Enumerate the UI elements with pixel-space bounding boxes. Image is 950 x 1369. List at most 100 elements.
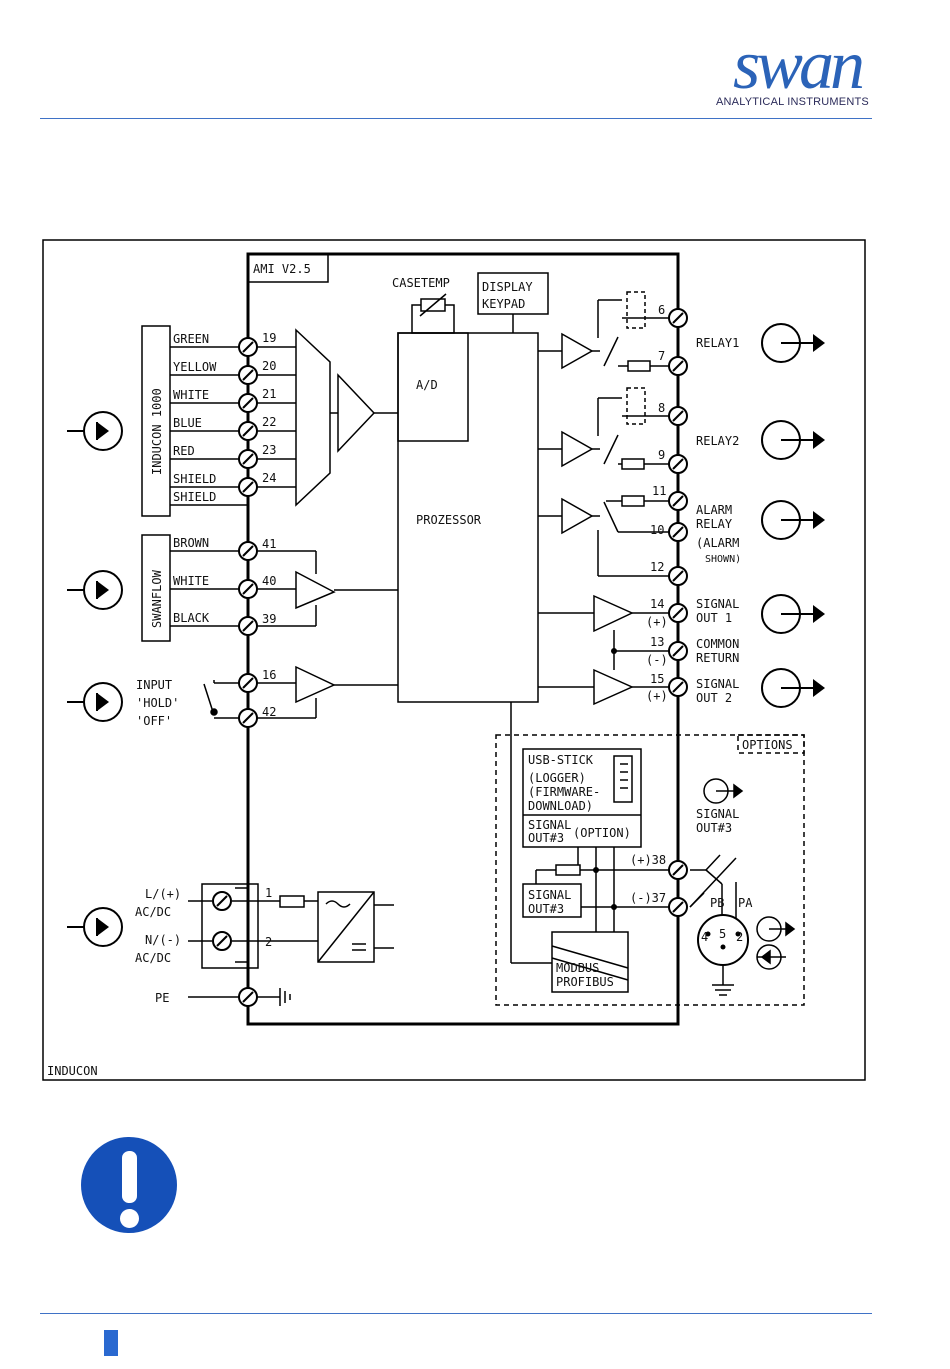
alarm-relay-line-3: (ALARM: [696, 536, 739, 550]
terminal-37-icon: [668, 897, 688, 917]
casetemp-sensor: [411, 293, 455, 334]
relay2-label: RELAY2: [696, 434, 739, 448]
hold-input-line-3: 'OFF': [136, 714, 172, 728]
terminal-1: 1: [265, 886, 272, 900]
terminals-power: [212, 891, 258, 1007]
wire-black: BLACK: [173, 611, 210, 625]
signal-output-circuit: [538, 594, 680, 706]
signal-out-1-icon: [761, 594, 826, 634]
common-return-line-1: COMMON: [696, 637, 739, 651]
signal-out3-box-line-1: SIGNAL: [528, 888, 571, 902]
modbus-label: MODBUS: [556, 961, 599, 975]
bus-out-icon: [756, 916, 796, 942]
terminals-swanflow: [238, 541, 258, 636]
connector-pin-5: 5: [719, 927, 726, 941]
terminal-19: 19: [262, 331, 276, 345]
version-label: AMI V2.5: [253, 262, 311, 276]
controller-box: [246, 252, 680, 1026]
alarm-relay-line-4: SHOWN): [705, 554, 741, 565]
wire-white: WHITE: [173, 388, 209, 402]
header-rule: [40, 118, 872, 119]
terminal-24: 24: [262, 471, 276, 485]
terminal-15: 15: [650, 672, 664, 686]
power-l-acdc: AC/DC: [135, 905, 171, 919]
terminal-12-icon: [668, 566, 688, 586]
power-n-label: N/(-): [145, 933, 181, 947]
options-block: [495, 702, 805, 1006]
swanflow-sensor-box: [141, 534, 171, 642]
signal-out3-option-tag: (OPTION): [573, 826, 631, 840]
signal-out3-icon: [703, 778, 744, 804]
wire-red: RED: [173, 444, 195, 458]
terminal-9: 9: [658, 448, 665, 462]
wire-shield-1: SHIELD: [173, 472, 216, 486]
signal-out-2-line-1: SIGNAL: [696, 677, 739, 691]
terminal-2: 2: [265, 935, 272, 949]
swanflow-sensor-label: SWANFLOW: [150, 569, 164, 628]
wire-yellow: YELLOW: [173, 360, 217, 374]
alarm-relay-circuit: [538, 495, 680, 577]
terminal-13-icon: [668, 641, 688, 661]
warning-icon-bar: [122, 1151, 137, 1203]
terminal-7: 7: [658, 349, 665, 363]
display-label: DISPLAY: [482, 280, 533, 294]
terminal-8: 8: [658, 401, 665, 415]
terminal-11: 11: [652, 484, 666, 498]
terminal-22: 22: [262, 415, 276, 429]
terminal-40: 40: [262, 574, 276, 588]
ext-signal-out3-line-1: SIGNAL: [696, 807, 739, 821]
inducon-sensor-label: INDUCON 1000: [150, 388, 164, 475]
wire-shield-2: SHIELD: [173, 490, 216, 504]
power-pe-label: PE: [155, 991, 169, 1005]
inducon-input-icon: [66, 411, 123, 451]
usb-stick-label: USB-STICK: [528, 753, 594, 767]
common-return-line-2: RETURN: [696, 651, 739, 665]
signal-out-2-icon: [761, 668, 826, 708]
power-input-icon: [66, 907, 123, 947]
connector-pin-2: 2: [736, 930, 743, 944]
profibus-pa-label: PA: [738, 896, 753, 910]
ext-signal-out3-line-2: OUT#3: [696, 821, 732, 835]
terminal-37: (-)37: [630, 891, 666, 905]
keypad-label: KEYPAD: [482, 297, 525, 311]
terminal-39: 39: [262, 612, 276, 626]
profibus-pb-label: PB: [710, 896, 724, 910]
terminal-21: 21: [262, 387, 276, 401]
relay2-circuit: [538, 387, 680, 470]
power-l-label: L/(+): [145, 887, 181, 901]
terminal-38-icon: [668, 860, 688, 880]
hold-input-line-2: 'HOLD': [136, 696, 179, 710]
signal-out-1-line-1: SIGNAL: [696, 597, 739, 611]
options-node-dots: [593, 648, 741, 950]
common-minus: (-): [646, 653, 668, 667]
terminal-10-icon: [668, 522, 688, 542]
terminal-6-icon: [668, 308, 688, 328]
options-title: OPTIONS: [742, 738, 793, 752]
terminal-7-icon: [668, 356, 688, 376]
wire-blue: BLUE: [173, 416, 202, 430]
wire-green: GREEN: [173, 332, 209, 346]
terminal-16: 16: [262, 668, 276, 682]
terminal-15-icon: [668, 677, 688, 697]
usb-firmware-label: (FIRMWARE-: [528, 785, 600, 799]
alarm-relay-line-2: RELAY: [696, 517, 733, 531]
processor-block: [397, 332, 539, 703]
terminal-14-icon: [668, 603, 688, 623]
footer-rule: [40, 1313, 872, 1314]
frame-label: INDUCON: [47, 1064, 98, 1078]
inducon-sensor-box: [141, 325, 171, 517]
diagram-frame: [42, 239, 866, 1081]
warning-icon: [81, 1137, 177, 1233]
input-multiplexer: [295, 328, 398, 507]
terminal-13: 13: [650, 635, 664, 649]
terminal-12: 12: [650, 560, 664, 574]
wire-brown: BROWN: [173, 536, 209, 550]
swanflow-input-icon: [66, 570, 123, 610]
signal-out3-option-line-1: SIGNAL: [528, 818, 571, 832]
page-marker: [104, 1330, 118, 1356]
terminal-20: 20: [262, 359, 276, 373]
hold-input-icon: [66, 682, 123, 722]
usb-logger-label: (LOGGER): [528, 771, 586, 785]
relay1-label: RELAY1: [696, 336, 739, 350]
